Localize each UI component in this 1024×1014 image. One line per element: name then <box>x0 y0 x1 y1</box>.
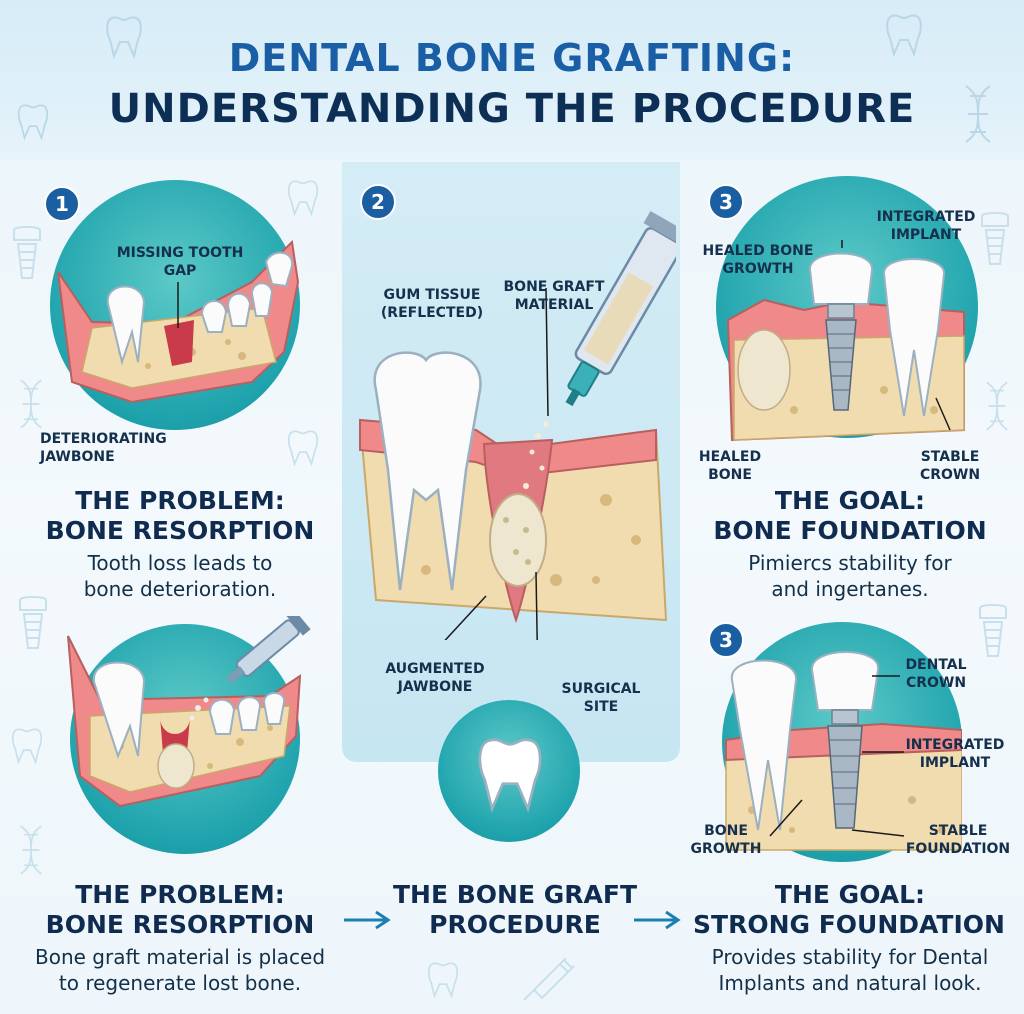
tooth-outline-icon <box>886 14 922 58</box>
graft-placement-illustration <box>67 616 311 808</box>
bottom-col3-heading-line1: THE GOAL: <box>774 880 926 909</box>
label-missing-tooth-gap: MISSING TOOTH GAP <box>116 245 244 279</box>
label-bone-growth: BONE GROWTH <box>690 823 762 857</box>
bottom-col2-heading-line1: THE BONE GRAFT <box>392 880 638 909</box>
label-integrated-implant-2: INTEGRATED IMPLANT <box>905 737 1005 771</box>
bottom-col3-desc-line2: Implants and natural look. <box>718 971 982 995</box>
label-integrated-implant: INTEGRATED IMPLANT <box>876 209 976 243</box>
label-healed-bone-growth: HEALED BONE GROWTH <box>702 243 814 277</box>
step3-desc-line1: Pimiercs stability for <box>748 551 952 575</box>
tooth-outline-icon <box>427 962 459 999</box>
step3-heading-line2: BONE FOUNDATION <box>713 516 987 545</box>
label-augmented-jawbone: AUGMENTED JAWBONE <box>385 661 485 695</box>
tooth-outline-icon <box>287 430 319 467</box>
bottom-col3-heading-line2: STRONG FOUNDATION <box>693 910 1005 939</box>
dna-icon <box>986 381 1008 431</box>
header-band <box>0 0 1024 160</box>
dna-icon <box>965 85 991 143</box>
label-stable-crown: STABLE CROWN <box>919 449 981 483</box>
bottom-col1-desc-line2: to regenerate lost bone. <box>58 971 302 995</box>
label-surgical-site: SURGICAL SITE <box>561 681 641 715</box>
step1-badge: 1 <box>44 186 80 222</box>
step3-desc-line2: and ingertanes. <box>771 577 929 601</box>
bottom-col1-heading-line1: THE PROBLEM: <box>75 880 285 909</box>
syringe-outline-icon <box>523 957 575 1001</box>
implant-outline-icon <box>13 226 41 279</box>
step2-badge: 2 <box>360 184 396 220</box>
bottom-col1-desc-line1: Bone graft material is placed <box>34 945 326 969</box>
arrow-right-icon <box>634 910 681 930</box>
dna-icon <box>20 379 42 429</box>
implant-outline-icon <box>19 596 47 649</box>
healed-implant-illustration <box>726 240 965 442</box>
dna-icon <box>20 825 42 875</box>
tooth-outline-icon <box>287 180 319 217</box>
label-healed-bone: HEALED BONE <box>698 449 762 483</box>
arrow-right-icon <box>344 910 391 930</box>
implant-outline-icon <box>979 604 1007 657</box>
step1-desc-line2: bone deterioration. <box>83 577 277 601</box>
tooth-outline-icon <box>106 16 142 60</box>
step3-badge: 3 <box>708 184 744 220</box>
implant-outline-icon <box>981 212 1009 265</box>
title-line-2: UNDERSTANDING THE PROCEDURE <box>108 86 916 132</box>
bottom-col3-desc-line1: Provides stability for Dental <box>711 945 989 969</box>
step1-desc-line1: Tooth loss leads to <box>87 551 273 575</box>
step1-heading-line1: THE PROBLEM: <box>75 486 285 515</box>
label-stable-foundation: STABLE FOUNDATION <box>905 823 1011 857</box>
tooth-icon <box>478 738 542 814</box>
step4-badge: 3 <box>708 622 744 658</box>
step1-heading-line2: BONE RESORPTION <box>45 516 315 545</box>
tooth-outline-icon <box>11 728 43 765</box>
label-dental-crown: DENTAL CROWN <box>905 657 967 691</box>
label-deteriorating-jawbone: DETERIORATING JAWBONE <box>40 431 167 465</box>
jaw-gap-illustration <box>57 239 300 404</box>
step3-heading-line1: THE GOAL: <box>774 486 926 515</box>
tooth-outline-icon <box>17 104 49 141</box>
title-line-1: DENTAL BONE GRAFTING: <box>228 36 796 80</box>
bottom-col2-heading-line2: PROCEDURE <box>429 910 601 939</box>
label-gum-tissue: GUM TISSUE (REFLECTED) <box>380 287 484 321</box>
label-bone-graft-material: BONE GRAFT MATERIAL <box>503 279 605 313</box>
graft-procedure-illustration <box>358 210 676 640</box>
bottom-col1-heading-line2: BONE RESORPTION <box>45 910 315 939</box>
implant-result-illustration <box>725 651 962 851</box>
